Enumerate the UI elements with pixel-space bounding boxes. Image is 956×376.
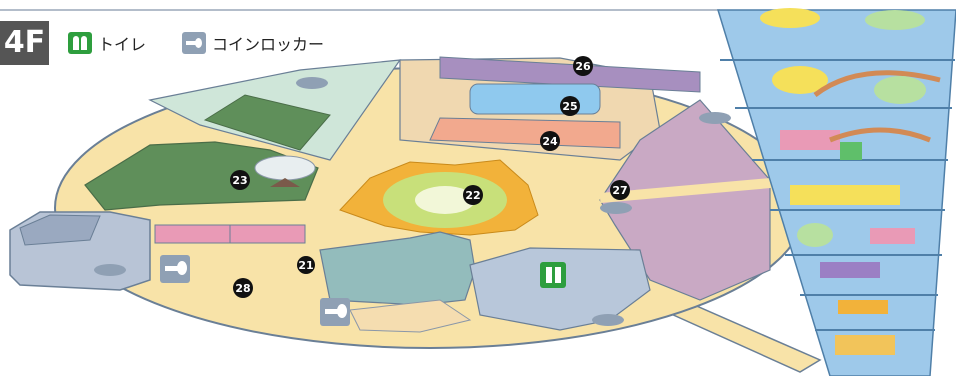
svg-text:28: 28	[235, 282, 250, 295]
marker-28[interactable]: 28	[233, 278, 253, 298]
blue-zone	[469, 247, 651, 331]
tower-item-12	[835, 335, 895, 355]
svg-text:23: 23	[232, 174, 247, 187]
floor-label: 4F	[0, 21, 49, 65]
drain-2	[699, 112, 731, 124]
legend-locker-label: コインロッカー	[212, 35, 325, 54]
green-zone	[84, 141, 319, 211]
zone-24	[429, 117, 621, 149]
left-building-stair	[19, 214, 101, 246]
drain-4	[94, 264, 126, 276]
legend-toilet-label: トイレ	[98, 35, 147, 54]
toilet-icon	[68, 32, 92, 54]
zone-25	[469, 83, 601, 115]
center-plaza-core	[415, 186, 475, 214]
svg-text:27: 27	[612, 184, 627, 197]
drain-3	[600, 202, 632, 214]
marker-21[interactable]: 21	[297, 256, 315, 274]
tower-item-2	[865, 10, 925, 30]
tower-pipe-1	[813, 70, 941, 97]
svg-text:25: 25	[562, 100, 577, 113]
toilet-map-icon[interactable]	[540, 262, 566, 288]
marker-27[interactable]: 27	[610, 180, 630, 200]
locker-map-icon-1[interactable]	[160, 255, 190, 283]
svg-text:22: 22	[465, 189, 480, 202]
drain-1	[296, 77, 328, 89]
shelter-base	[270, 178, 300, 187]
locker-map-icon-2[interactable]	[320, 298, 350, 326]
coin-locker-icon	[182, 32, 206, 54]
svg-text:24: 24	[542, 135, 558, 148]
green-garden-upper	[203, 94, 331, 151]
tower-item-8	[797, 223, 833, 247]
tower-item-4	[874, 76, 926, 104]
tower-item-3	[772, 66, 828, 94]
marker-23[interactable]: 23	[230, 170, 250, 190]
tower-item-7	[790, 185, 900, 205]
stairs-area	[349, 299, 472, 333]
legend-toilet: トイレ	[68, 30, 146, 56]
marker-22[interactable]: 22	[463, 185, 483, 205]
marker-25[interactable]: 25	[560, 96, 580, 116]
shelter	[254, 155, 316, 181]
svg-text:26: 26	[575, 60, 591, 73]
tower-pipe-2	[829, 127, 931, 143]
tower-item-5	[780, 130, 840, 150]
marker-26[interactable]: 26	[573, 56, 593, 76]
marker-24[interactable]: 24	[540, 131, 560, 151]
tower-item-10	[820, 262, 880, 278]
tower-item-6	[840, 142, 862, 160]
svg-text:21: 21	[298, 259, 313, 272]
zone-26	[439, 56, 701, 93]
tower-item-11	[838, 300, 888, 314]
drain-5	[592, 314, 624, 326]
tower-item-9	[870, 228, 915, 244]
legend-locker: コインロッカー	[182, 30, 324, 56]
tower-item-1	[760, 8, 820, 28]
